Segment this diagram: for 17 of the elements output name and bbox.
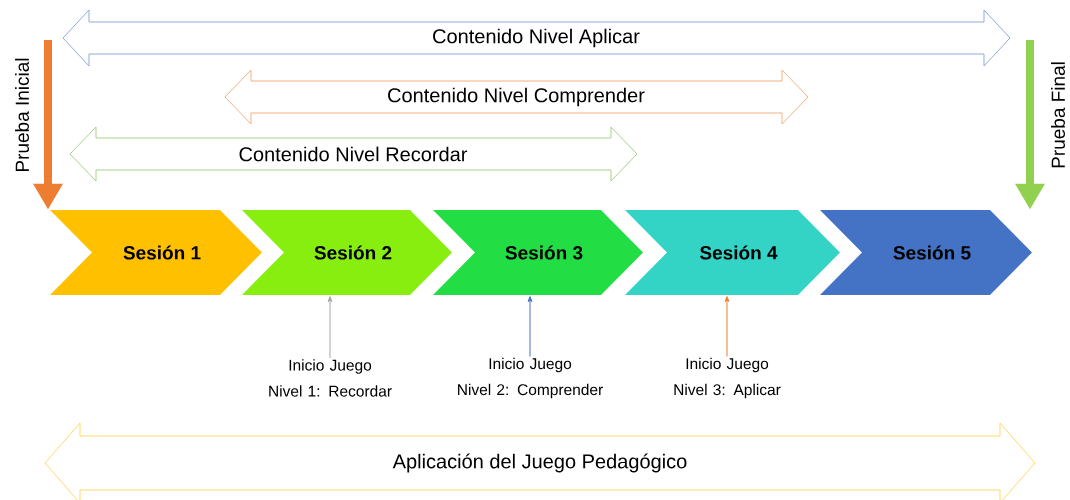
span-banner: Contenido Nivel Aplicar bbox=[62, 9, 1011, 67]
caption-text: Inicio Juego Nivel 2: Comprender bbox=[458, 357, 603, 399]
chevron-step: Sesión 1 bbox=[50, 210, 262, 295]
chevron-step: Sesión 3 bbox=[433, 210, 643, 295]
edge-label: Prueba Final bbox=[1051, 62, 1065, 168]
span-banner: Aplicación del Juego Pedagógico bbox=[44, 422, 1036, 500]
chevron-step: Sesión 4 bbox=[625, 210, 840, 295]
chevron-step: Sesión 2 bbox=[242, 210, 452, 295]
arrow bbox=[724, 296, 730, 358]
arrow bbox=[527, 296, 533, 358]
caption-text: Inicio Juego Nivel 3: Aplicar bbox=[674, 357, 781, 399]
span-banner: Contenido Nivel Comprender bbox=[224, 69, 809, 125]
span-banner: Contenido Nivel Recordar bbox=[69, 126, 638, 182]
caption-text: Inicio Juego Nivel 1: Recordar bbox=[269, 359, 392, 397]
chevron-step: Sesión 5 bbox=[820, 210, 1032, 295]
arrow bbox=[327, 296, 333, 359]
edge-label: Prueba Inicial bbox=[15, 58, 29, 171]
